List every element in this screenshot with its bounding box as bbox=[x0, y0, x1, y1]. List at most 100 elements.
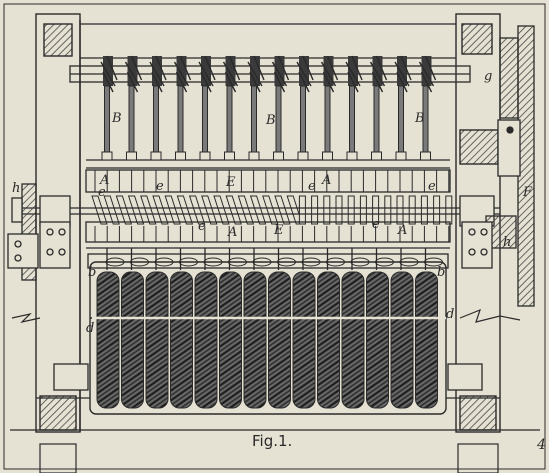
blade bbox=[335, 195, 343, 225]
blade bbox=[262, 195, 279, 225]
frame-legs bbox=[10, 429, 540, 473]
left-frame-post bbox=[35, 13, 81, 433]
rope-coil bbox=[145, 271, 169, 409]
rope-coil bbox=[96, 271, 120, 409]
label-B-1: B bbox=[112, 111, 122, 126]
upper-comb-rail bbox=[85, 159, 451, 193]
bobbin bbox=[296, 55, 314, 161]
bobbin bbox=[320, 55, 339, 161]
label-h-right: h bbox=[503, 235, 512, 250]
corner-mark: 4 bbox=[537, 437, 546, 453]
blade bbox=[140, 195, 157, 225]
blade bbox=[115, 195, 133, 225]
label-e-2: e bbox=[156, 179, 164, 194]
label-e-4: e bbox=[428, 179, 436, 194]
label-B-2: B bbox=[266, 113, 276, 128]
left-bracket bbox=[7, 221, 71, 269]
label-E-1: E bbox=[226, 175, 236, 190]
label-h-left: h bbox=[12, 181, 21, 196]
blade bbox=[359, 195, 367, 225]
blade bbox=[408, 195, 416, 225]
rope-coil bbox=[121, 271, 144, 409]
bobbin bbox=[394, 55, 412, 161]
label-F: F bbox=[523, 185, 533, 200]
blade bbox=[225, 195, 242, 225]
blade bbox=[311, 195, 319, 225]
bobbin bbox=[222, 55, 241, 161]
rope-roller bbox=[92, 271, 446, 409]
roller-journals bbox=[36, 363, 500, 399]
blade bbox=[213, 195, 230, 225]
blade bbox=[164, 195, 181, 225]
label-d-right: d bbox=[446, 307, 455, 322]
blade bbox=[372, 195, 380, 225]
label-A-lower-2: A bbox=[398, 223, 408, 238]
label-b-left: b bbox=[88, 265, 97, 280]
bobbin bbox=[173, 55, 192, 161]
label-e-3: e bbox=[308, 179, 316, 194]
blade bbox=[188, 195, 206, 225]
blade bbox=[298, 195, 306, 225]
label-A-upper-2: A bbox=[322, 173, 332, 188]
main-axle bbox=[12, 195, 500, 227]
rope-coil bbox=[292, 271, 316, 409]
label-e-6: e bbox=[372, 217, 380, 232]
bobbin bbox=[418, 55, 437, 161]
label-b-right: b bbox=[437, 265, 446, 280]
blade bbox=[249, 195, 267, 225]
break-line-left bbox=[11, 312, 41, 324]
blade bbox=[152, 195, 169, 225]
label-g: g bbox=[484, 69, 493, 84]
bobbin bbox=[345, 55, 363, 161]
blade bbox=[103, 195, 120, 225]
rope-coil bbox=[243, 271, 267, 409]
bobbin bbox=[100, 55, 118, 161]
bobbin bbox=[149, 55, 167, 161]
rope-coil bbox=[341, 271, 365, 409]
bobbin-row bbox=[100, 55, 437, 161]
rope-coil bbox=[415, 271, 438, 409]
bobbin bbox=[369, 55, 388, 161]
label-A-lower-1: A bbox=[228, 225, 238, 240]
label-E-2: E bbox=[274, 223, 284, 238]
lower-comb-rail bbox=[85, 221, 451, 269]
blade bbox=[323, 195, 331, 225]
blade bbox=[384, 195, 392, 225]
rope-coil bbox=[170, 271, 193, 409]
blade-row bbox=[91, 170, 453, 242]
blade bbox=[445, 195, 453, 225]
rope-coil bbox=[219, 271, 242, 409]
blade bbox=[433, 195, 441, 225]
rope-coil bbox=[194, 271, 218, 409]
rope-coil bbox=[366, 271, 389, 409]
break-line-right bbox=[459, 308, 521, 323]
blade bbox=[127, 195, 145, 225]
blade bbox=[274, 195, 291, 225]
dropwire-row bbox=[105, 248, 443, 270]
blade bbox=[347, 195, 355, 225]
blade bbox=[237, 195, 255, 225]
label-B-3: B bbox=[415, 111, 425, 126]
bobbin bbox=[124, 55, 143, 161]
rope-coil bbox=[268, 271, 291, 409]
label-e-1: e bbox=[98, 185, 106, 200]
blade bbox=[420, 195, 428, 225]
blade bbox=[176, 195, 194, 225]
label-A-upper-1: A bbox=[100, 173, 110, 188]
rope-coil bbox=[390, 271, 414, 409]
rope-coil bbox=[317, 271, 340, 409]
blade bbox=[91, 195, 108, 225]
bobbin bbox=[198, 55, 216, 161]
figure-caption: Fig.1. bbox=[252, 432, 293, 450]
right-gear bbox=[485, 25, 535, 307]
bobbin bbox=[247, 55, 265, 161]
blade bbox=[396, 195, 404, 225]
bobbin bbox=[271, 55, 290, 161]
blade bbox=[201, 195, 218, 225]
label-d-left: d bbox=[86, 321, 95, 336]
right-bracket bbox=[461, 221, 493, 269]
plate-border bbox=[3, 3, 546, 470]
label-e-5: e bbox=[198, 219, 206, 234]
